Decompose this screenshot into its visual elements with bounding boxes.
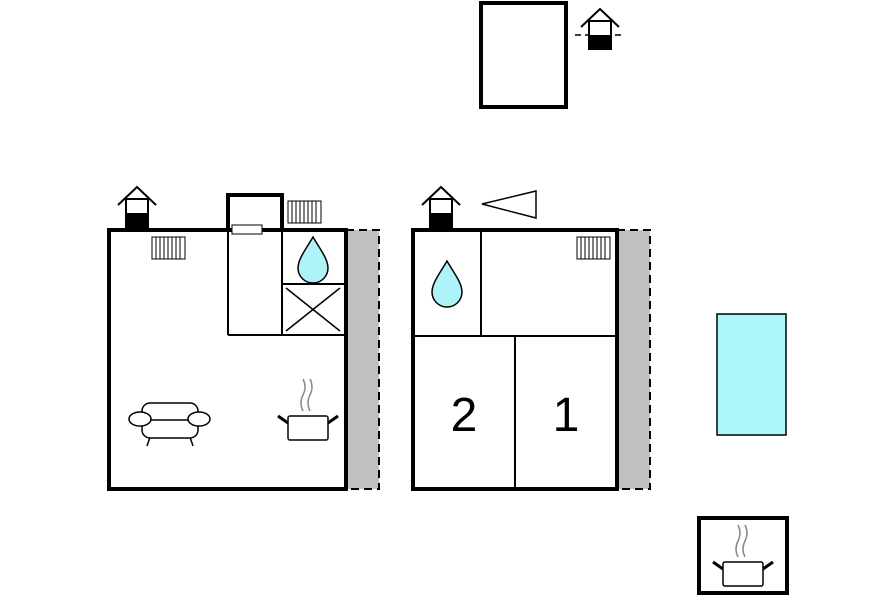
house-entrance-icon: [421, 186, 461, 228]
chimney-alcove: [226, 193, 284, 232]
radiator-icon: [576, 236, 611, 260]
sofa-icon: [128, 402, 211, 447]
house-entrance-icon: [575, 8, 625, 50]
stairs-cross: [285, 287, 341, 332]
fireplace-grate: [231, 224, 280, 235]
radiator-icon: [287, 200, 322, 224]
swimming-pool: [716, 313, 787, 436]
interior-walls-right: [413, 230, 617, 489]
outbuilding: [479, 1, 568, 109]
direction-arrow-icon: [481, 190, 537, 219]
terrace-left: [346, 229, 380, 490]
house-entrance-icon: [117, 186, 157, 228]
terrace-right: [617, 229, 651, 490]
bedroom-2-label: 2: [451, 389, 478, 442]
interior-walls-left: [227, 230, 346, 336]
radiator-icon: [151, 236, 186, 260]
bedroom-1-label: 1: [553, 389, 580, 442]
